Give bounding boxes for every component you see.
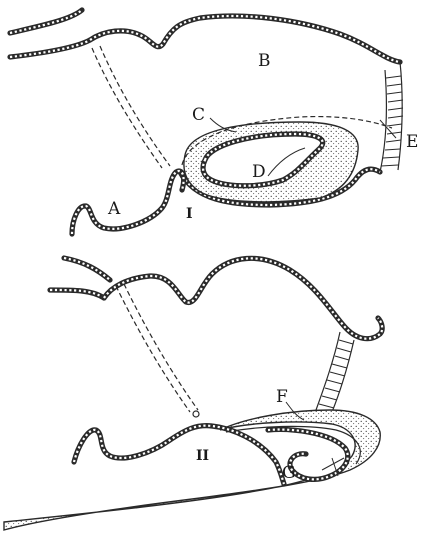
stage-label-ii: II [196,448,209,464]
label-e: E [406,132,418,152]
label-a: A [107,199,121,219]
label-d: D [252,162,266,182]
upper-figure: A B C D E I [10,10,418,234]
label-g: G [282,463,296,483]
stage-label-i: I [186,206,193,222]
label-c: C [192,105,205,125]
label-b: B [258,51,271,71]
lower-figure: F G II [4,258,382,530]
label-f: F [276,387,288,407]
